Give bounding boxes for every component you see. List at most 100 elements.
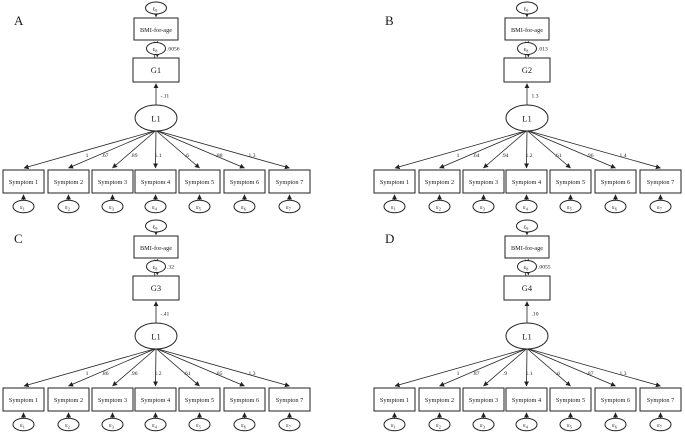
latent-label: L1 [151, 332, 160, 342]
symptom-label: Symptom 5 [185, 179, 214, 186]
error-label: ε1 [391, 422, 396, 430]
mid-error-label: ε8 [153, 46, 158, 54]
error-ellipse [428, 199, 451, 214]
genetic-box [132, 275, 180, 301]
error-row: ε1 ε2 ε3 ε4 ε5 ε6 ε7 [12, 199, 301, 214]
symptom-label: Symptom 1 [9, 179, 38, 186]
path-coefficient-label: 1.3 [532, 94, 539, 100]
panel-letter: A [14, 13, 24, 28]
error-ellipse [233, 417, 256, 432]
symptom-label: Symptom 6 [601, 397, 630, 404]
top-error-ellipse [145, 1, 167, 15]
error-label: ε2 [65, 422, 70, 430]
symptom-label: Symptom 2 [425, 179, 454, 186]
error-label: ε2 [436, 422, 441, 430]
symptom-box [268, 387, 311, 412]
symptom-row: Symptom 1 Symptom 2 Symptom 3 Symptom 4 … [373, 387, 682, 412]
loading-label: .89 [131, 153, 138, 159]
symptom-box [639, 387, 682, 412]
loading-label: .87 [473, 371, 480, 377]
symptom-box [373, 169, 416, 194]
loading-label: .6 [185, 153, 189, 159]
path-arrows [21, 230, 292, 418]
symptom-label: Sympton 7 [276, 397, 303, 404]
symptom-box [91, 169, 134, 194]
error-label: ε4 [152, 204, 158, 212]
error-ellipse [649, 199, 672, 214]
symptom-label: Sympton 7 [276, 179, 303, 186]
symptom-box [462, 169, 505, 194]
loading-labels: 1 .86 .96 1.2 .61 .85 1.3 [86, 371, 256, 377]
bmi-box [504, 235, 550, 259]
error-row: ε1 ε2 ε3 ε4 ε5 ε6 ε7 [383, 199, 672, 214]
error-label: ε1 [391, 204, 396, 212]
genetic-label: G1 [151, 65, 161, 75]
sem-panel: C ε9 BMI-for-age ε8 .32 [2, 219, 311, 432]
symptom-box [134, 387, 177, 412]
error-label: ε4 [523, 422, 529, 430]
bmi-label: BMI-for-age [140, 27, 172, 34]
sem-panel: D ε9 BMI-for-age ε8 .0055 [373, 219, 682, 432]
loading-label: .61 [184, 371, 191, 377]
latent-ellipse [134, 322, 178, 350]
symptom-label: Symptom 1 [9, 397, 38, 404]
loading-label: 1.1 [155, 153, 162, 159]
error-ellipse [278, 417, 301, 432]
latent-ellipse [505, 322, 549, 350]
symptom-label: Symptom 3 [469, 179, 498, 186]
error-ellipse [188, 417, 211, 432]
bmi-label: BMI-for-age [511, 245, 543, 252]
symptom-label: Symptom 5 [556, 397, 585, 404]
error-label: ε1 [20, 204, 25, 212]
loading-label: .86 [102, 371, 109, 377]
error-ellipse [57, 417, 80, 432]
loading-label: 1 [86, 153, 89, 159]
error-ellipse [472, 199, 495, 214]
path-coefficient-label: -.11 [161, 94, 170, 100]
symptom-label: Symptom 2 [54, 397, 83, 404]
loading-label: .9 [503, 371, 507, 377]
loading-label: 1.3 [620, 371, 627, 377]
panel-letter: B [385, 13, 394, 28]
error-ellipse [604, 417, 627, 432]
symptom-box [223, 169, 266, 194]
error-ellipse [278, 199, 301, 214]
symptom-row: Symptom 1 Symptom 2 Symptom 3 Symptom 4 … [373, 169, 682, 194]
error-ellipse [604, 199, 627, 214]
genetic-label: G2 [522, 65, 532, 75]
mid-error-ellipse [146, 260, 166, 273]
loading-label: 1.3 [249, 371, 256, 377]
sem-panel: B ε9 BMI-for-age ε8 .013 [373, 1, 682, 214]
mid-error-label: ε8 [524, 46, 529, 54]
path-coefficient-label: -.41 [161, 312, 170, 318]
mid-error-ellipse [146, 42, 166, 55]
error-ellipse [559, 199, 582, 214]
error-ellipse [428, 417, 451, 432]
error-label: ε3 [480, 422, 485, 430]
error-label: ε4 [152, 422, 158, 430]
bmi-label: BMI-for-age [511, 27, 543, 34]
error-label: ε6 [241, 422, 246, 430]
symptom-label: Symptom 3 [98, 179, 127, 186]
symptom-box [223, 387, 266, 412]
error-ellipse [101, 199, 124, 214]
symptom-box [2, 387, 45, 412]
mid-error-label: ε8 [524, 264, 529, 272]
top-error-ellipse [516, 1, 538, 15]
latent-ellipse [505, 104, 549, 132]
error-label: ε7 [286, 204, 291, 212]
latent-label: L1 [522, 114, 531, 124]
error-label: ε1 [20, 422, 25, 430]
loading-labels: 1 .87 .9 1.1 .6 .87 1.3 [457, 371, 627, 377]
symptom-box [178, 387, 221, 412]
symptom-label: Sympton 7 [647, 397, 674, 404]
loading-label: 1.4 [620, 153, 627, 159]
loading-label: .6 [556, 371, 560, 377]
error-row: ε1 ε2 ε3 ε4 ε5 ε6 ε7 [12, 417, 301, 432]
error-label: ε7 [657, 422, 662, 430]
symptom-label: Symptom 1 [380, 397, 409, 404]
error-ellipse [188, 199, 211, 214]
loading-label: .88 [216, 153, 223, 159]
symptom-box [549, 169, 592, 194]
error-label: ε2 [436, 204, 441, 212]
